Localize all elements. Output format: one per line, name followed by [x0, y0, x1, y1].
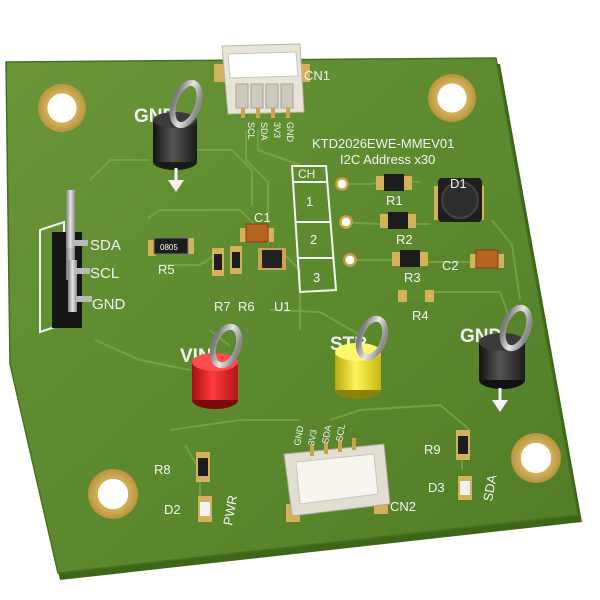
r5-label: R5 — [158, 262, 175, 277]
channel-row-2: 2 — [310, 232, 317, 247]
channel-row-3: 3 — [313, 270, 320, 285]
test-point-gnd-right[interactable]: GND — [460, 304, 534, 412]
c1-label: C1 — [254, 210, 271, 225]
r3-label: R3 — [404, 270, 421, 285]
capacitor-c1: C1 — [240, 210, 274, 243]
channel-table: CH 1 2 3 — [290, 165, 338, 294]
d1-label: D1 — [450, 176, 467, 191]
cn1-pin-3v3: 3V3 — [272, 122, 282, 138]
cn1-pin-gnd: GND — [285, 122, 295, 143]
resistor-r3: R3 — [392, 250, 428, 285]
r7-label: R7 — [214, 299, 231, 314]
u1-label: U1 — [274, 299, 291, 314]
mounting-holes — [38, 74, 561, 519]
header-pin-gnd: GND — [92, 296, 126, 313]
sda-indicator-label: SDA — [480, 473, 499, 502]
r6-label: R6 — [238, 299, 255, 314]
led-d2: D2 PWR — [164, 494, 240, 526]
mounting-hole-bottom-left — [88, 469, 138, 519]
d2-label: D2 — [164, 502, 181, 517]
ic-u1: U1 — [258, 248, 291, 314]
mounting-hole-top-left — [38, 84, 86, 132]
cn1-pin-scl: SCL — [246, 122, 256, 140]
led-d3: D3 SDA — [428, 473, 500, 502]
resistor-r6: R6 — [230, 246, 255, 314]
resistor-r9: R9 — [424, 430, 470, 460]
test-point-vin[interactable]: VIN — [180, 323, 244, 409]
test-point-stb[interactable]: STB — [330, 315, 390, 399]
arrow-down-icon — [168, 180, 184, 192]
cn2-pin-sda: SDA — [320, 424, 333, 444]
board-title: KTD2026EWE-MMEV01 — [312, 136, 454, 151]
channel-header: CH — [298, 167, 315, 181]
cn2-label: CN2 — [390, 499, 416, 514]
resistor-r7: R7 — [212, 248, 231, 314]
d3-label: D3 — [428, 480, 445, 495]
capacitor-c2: C2 — [442, 249, 504, 273]
header-pin-scl: SCL — [90, 265, 119, 282]
cn2-pin-scl: SCL — [334, 423, 347, 442]
channel-row-1: 1 — [306, 194, 313, 209]
connector-cn1[interactable]: CN1 SCL SDA 3V3 GND — [214, 43, 330, 143]
mounting-hole-bottom-right — [511, 433, 561, 483]
resistor-r4: R4 — [398, 290, 434, 323]
r9-label: R9 — [424, 442, 441, 457]
r8-label: R8 — [154, 462, 171, 477]
cn2-pin-3v3: 3V3 — [306, 429, 319, 447]
mounting-hole-top-right — [428, 74, 476, 122]
board-subtitle: I2C Address x30 — [340, 152, 435, 167]
cn1-label: CN1 — [304, 68, 330, 83]
resistor-r8: R8 — [154, 452, 210, 482]
r2-label: R2 — [396, 232, 413, 247]
test-point-gnd-top[interactable]: GND — [134, 79, 205, 192]
via-pads — [335, 177, 357, 267]
cn2-pin-gnd: GND — [292, 424, 305, 446]
diode-d1: D1 — [434, 176, 484, 222]
arrow-down-icon — [492, 400, 508, 412]
resistor-r2: R2 — [380, 212, 416, 247]
cn1-pin-sda: SDA — [259, 122, 269, 141]
r4-label: R4 — [412, 308, 429, 323]
resistor-r5: 0805 R5 — [148, 237, 194, 277]
connector-cn2[interactable]: GND 3V3 SDA SCL CN2 — [283, 423, 416, 522]
pwr-label: PWR — [220, 494, 240, 526]
resistor-r1: R1 — [376, 174, 412, 208]
r1-label: R1 — [386, 193, 403, 208]
c2-label: C2 — [442, 258, 459, 273]
r5-code: 0805 — [160, 243, 178, 252]
pin-header[interactable]: SDA SCL GND — [39, 190, 126, 334]
header-pin-sda: SDA — [90, 237, 121, 254]
